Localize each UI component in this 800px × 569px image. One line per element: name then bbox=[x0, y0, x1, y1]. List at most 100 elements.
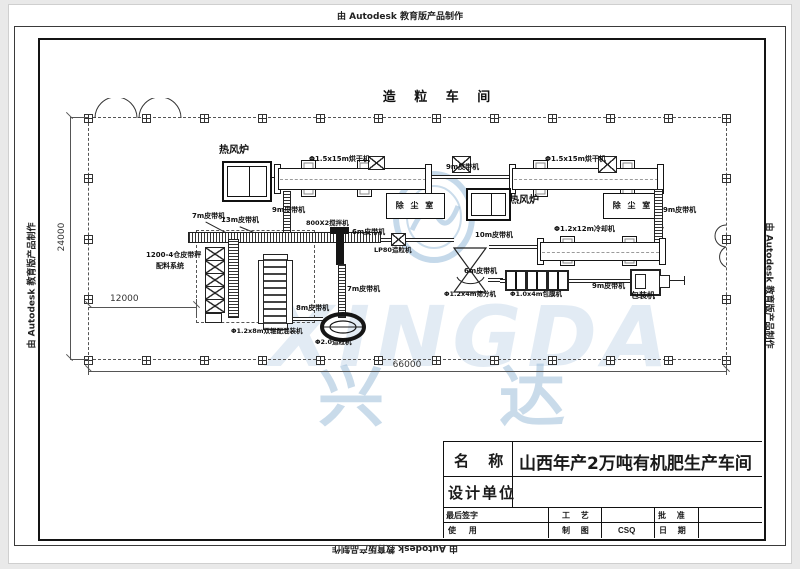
granulator-lp-label: LP80造粒机 bbox=[374, 246, 412, 254]
column-marker bbox=[606, 356, 615, 365]
belt-9m-d bbox=[572, 279, 630, 283]
tb-line bbox=[654, 507, 655, 538]
column-marker bbox=[722, 235, 731, 244]
screener-label: Φ1.2x4m筛分机 bbox=[444, 290, 497, 298]
belt-8m bbox=[285, 317, 323, 321]
column-marker bbox=[722, 114, 731, 123]
dim-24000-text: 24000 bbox=[57, 222, 67, 252]
disc-granulator-label: Φ2.0造粒机 bbox=[315, 338, 352, 346]
autodesk-credit-top: 由 Autodesk 教育版产品制作 bbox=[336, 12, 463, 22]
belt-6m-label-b: 6m皮带机 bbox=[464, 267, 498, 275]
coater-roller bbox=[505, 270, 527, 291]
column-marker bbox=[722, 174, 731, 183]
dust-room-1: 除 尘 室 bbox=[386, 193, 445, 219]
dim-ext bbox=[70, 359, 88, 360]
belt-7m-label-b: 7m皮带机 bbox=[347, 285, 381, 293]
column-marker bbox=[200, 114, 209, 123]
column-marker bbox=[84, 174, 93, 183]
hot-air-furnace-2-label: 热风炉 bbox=[509, 195, 539, 206]
tb-line bbox=[444, 522, 762, 523]
title-block: 名 称 山西年产2万吨有机肥生产车间 设计单位 最后签字 使 用 工 艺 制 图… bbox=[443, 441, 762, 538]
door-arcs-top bbox=[94, 98, 182, 119]
autodesk-credit-bottom: 由 Autodesk 教育版产品制作 bbox=[332, 543, 459, 553]
batching-bin bbox=[205, 247, 225, 261]
batching-bin bbox=[205, 286, 225, 300]
cyclone-1 bbox=[452, 156, 471, 173]
dryer-1-cap bbox=[425, 164, 432, 194]
tb-use-label: 使 用 bbox=[448, 526, 482, 535]
tb-line bbox=[444, 507, 762, 508]
column-marker bbox=[490, 114, 499, 123]
mixer-800-head bbox=[330, 227, 349, 234]
column-marker bbox=[84, 235, 93, 244]
tb-date-label: 日 期 bbox=[659, 526, 690, 535]
column-marker bbox=[548, 114, 557, 123]
dust-room-2: 除 尘 室 bbox=[603, 193, 662, 219]
dust-room-2-label: 除 尘 室 bbox=[612, 200, 653, 210]
tb-approval-label: 批 准 bbox=[658, 511, 689, 520]
tb-line bbox=[548, 507, 549, 538]
packer-tail-end bbox=[684, 276, 685, 285]
tb-final-sign-label: 最后签字 bbox=[446, 511, 478, 520]
cooler-label: Φ1.2x12m冷却机 bbox=[554, 225, 615, 233]
column-marker bbox=[722, 295, 731, 304]
tb-line bbox=[601, 507, 602, 538]
dryer-1-drive bbox=[368, 156, 385, 170]
tb-drafting-value: CSQ bbox=[618, 526, 636, 535]
packer-outlet bbox=[659, 275, 670, 288]
column-marker bbox=[142, 356, 151, 365]
tb-name-value: 山西年产2万吨有机肥生产车间 bbox=[519, 454, 752, 474]
packer-tail bbox=[668, 280, 684, 281]
disc-granulator-body bbox=[320, 312, 366, 342]
workshop-title: 造 粒 车 间 bbox=[382, 90, 498, 105]
column-marker bbox=[374, 114, 383, 123]
dim-66000-text: 66000 bbox=[392, 360, 422, 370]
column-marker bbox=[374, 356, 383, 365]
column-marker bbox=[548, 356, 557, 365]
door-arcs-right bbox=[714, 224, 726, 268]
packer-label: 包装机 bbox=[631, 291, 655, 300]
drum-blender-rail bbox=[286, 260, 293, 324]
mixer-800-label: 800X2搅拌机 bbox=[306, 219, 349, 227]
column-marker bbox=[258, 356, 267, 365]
batching-belt-scale bbox=[228, 239, 239, 318]
belt-10m-label: 10m皮带机 bbox=[475, 231, 514, 239]
hot-air-furnace-1 bbox=[222, 161, 272, 202]
granulator-lp-body bbox=[391, 233, 406, 246]
building-wall-top bbox=[88, 117, 726, 118]
dryer-2-body bbox=[512, 168, 660, 190]
dryer-1-body bbox=[278, 168, 428, 190]
coater-roller bbox=[547, 270, 569, 291]
dim-ext bbox=[70, 117, 88, 118]
belt-8m-label: 8m皮带机 bbox=[296, 304, 330, 312]
belt-7m-label-a: 7m皮带机 bbox=[192, 212, 226, 220]
cooler-body bbox=[540, 242, 661, 261]
batching-bin bbox=[205, 273, 225, 287]
dim-66000-line bbox=[88, 371, 726, 372]
hot-air-furnace-1-label: 热风炉 bbox=[219, 145, 249, 156]
column-marker bbox=[606, 114, 615, 123]
column-marker bbox=[142, 114, 151, 123]
hot-air-furnace-2 bbox=[466, 188, 511, 221]
autodesk-credit-left: 由 Autodesk 教育版产品制作 bbox=[27, 222, 38, 349]
column-marker bbox=[316, 356, 325, 365]
batching-outlet bbox=[205, 313, 222, 323]
tb-design-unit-label: 设计单位 bbox=[448, 484, 517, 502]
tb-line bbox=[698, 507, 699, 538]
batching-label-2: 配料系统 bbox=[156, 262, 184, 270]
coater-label: Φ1.0x4m包膜机 bbox=[510, 290, 563, 298]
dim-12000-text: 12000 bbox=[110, 294, 139, 304]
belt-9m-packer-label: 9m皮带机 bbox=[592, 282, 626, 290]
elevator-right bbox=[654, 189, 663, 244]
column-marker bbox=[84, 295, 93, 304]
column-marker bbox=[84, 114, 93, 123]
column-marker bbox=[258, 114, 267, 123]
batching-bin bbox=[205, 260, 225, 274]
column-marker bbox=[490, 356, 499, 365]
tb-process-label: 工 艺 bbox=[562, 511, 593, 520]
belt-10m bbox=[489, 245, 541, 249]
column-marker bbox=[316, 114, 325, 123]
batching-enclosure bbox=[196, 230, 315, 323]
belt-13m-label: 13m皮带机 bbox=[221, 216, 260, 224]
batching-bin bbox=[205, 299, 225, 313]
